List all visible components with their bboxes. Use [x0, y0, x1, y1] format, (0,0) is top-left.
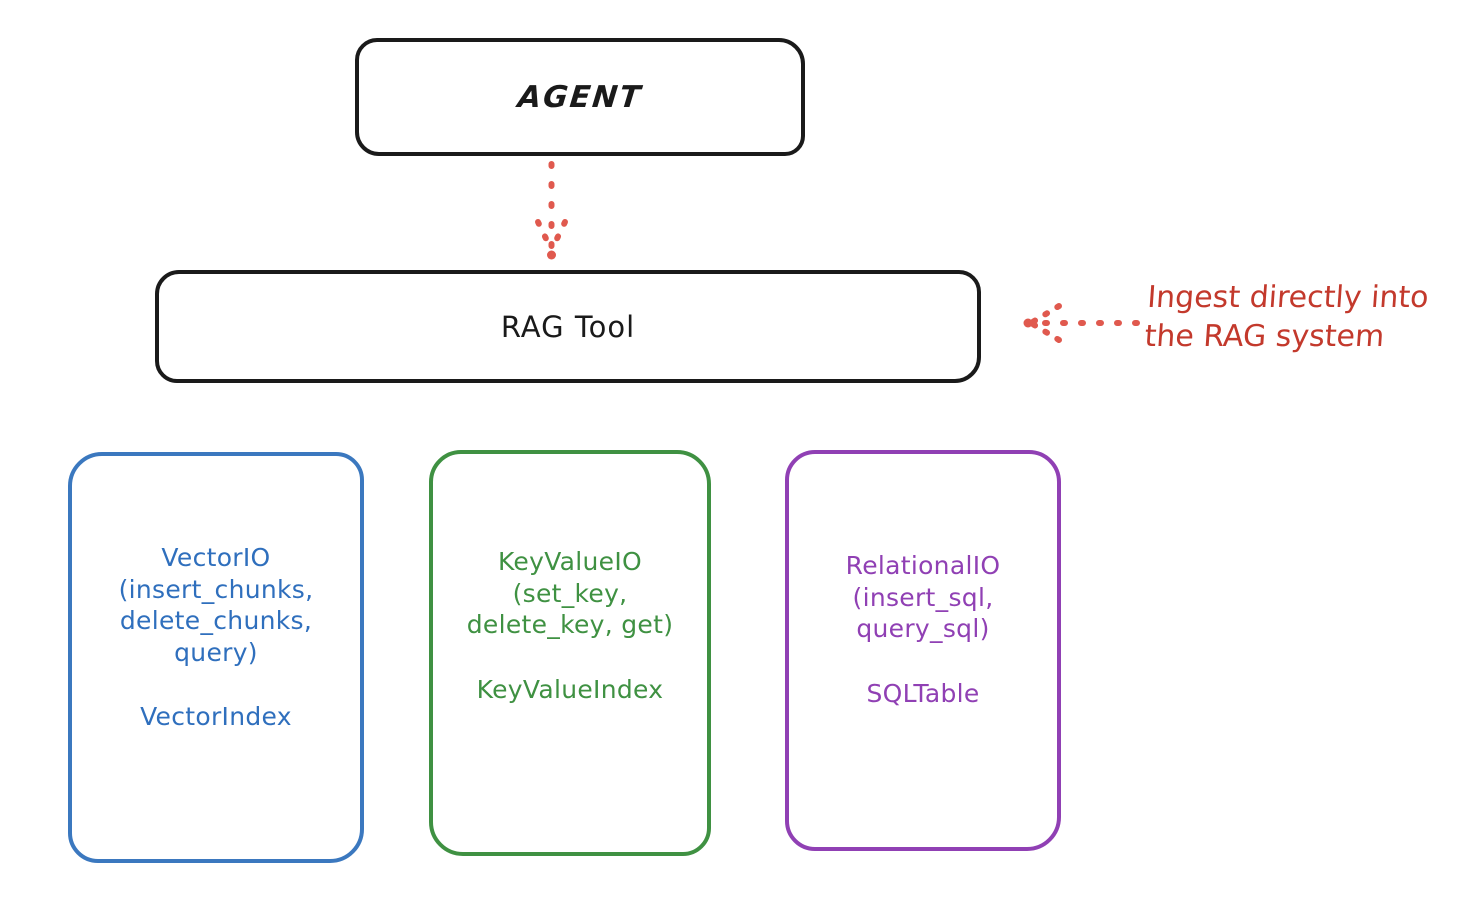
ingest-annotation-text: Ingest directly into the RAG system [1143, 280, 1430, 354]
sql-table-label: SQLTable [866, 678, 980, 708]
key-value-io-api-label: KeyValueIO (set_key, delete_key, get) [466, 547, 674, 639]
rag-tool-node[interactable]: RAG Tool [155, 270, 981, 383]
agent-label: AGENT [516, 79, 644, 115]
ingest-dotted-arrow [1023, 303, 1140, 343]
key-value-io-node[interactable]: KeyValueIO (set_key, delete_key, get) Ke… [429, 450, 711, 856]
rag-tool-label: RAG Tool [500, 309, 636, 344]
relational-io-api-label: RelationalIO (insert_sql, query_sql) [845, 551, 1001, 643]
vector-io-node[interactable]: VectorIO (insert_chunks, delete_chunks, … [68, 452, 364, 863]
vector-index-label: VectorIndex [140, 702, 292, 731]
agent-node[interactable]: AGENT [355, 38, 805, 156]
vector-io-api-label: VectorIO (insert_chunks, delete_chunks, … [118, 543, 314, 667]
agent-to-rag-dotted-arrow [535, 161, 568, 260]
key-value-index-label: KeyValueIndex [476, 674, 664, 704]
relational-io-node[interactable]: RelationalIO (insert_sql, query_sql) SQL… [785, 450, 1061, 851]
